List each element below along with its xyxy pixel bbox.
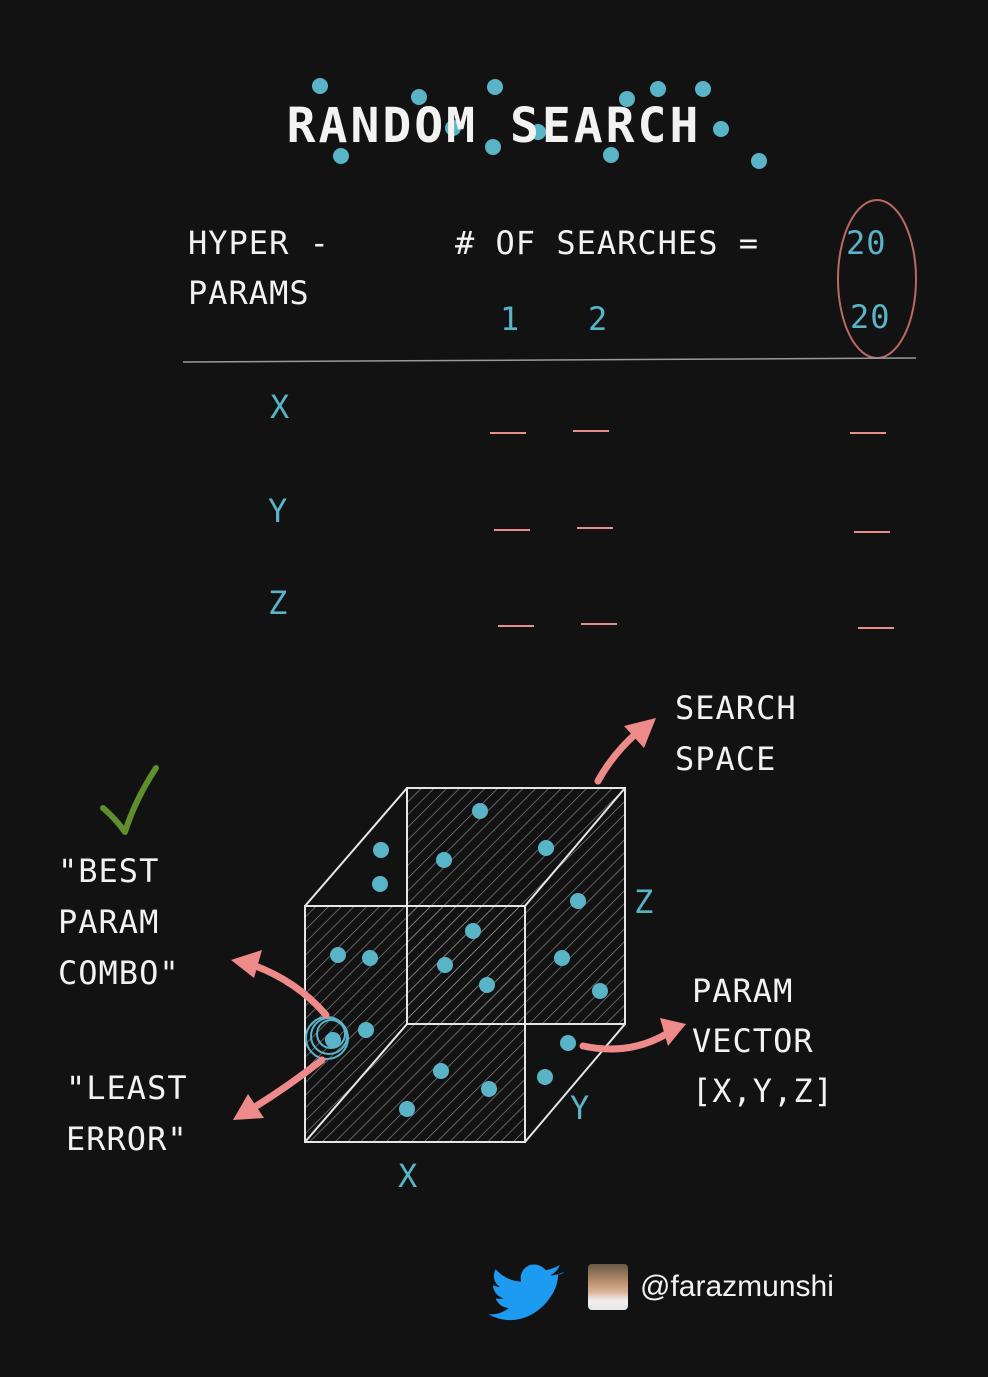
value-blank [858, 627, 894, 629]
arrow-heads [231, 718, 686, 1120]
value-blank [581, 623, 617, 625]
least-error-label-line1: "LEAST [66, 1069, 188, 1107]
param-vector-label-line3: [X,Y,Z] [692, 1072, 834, 1110]
hyperparams-label-line2: PARAMS [188, 274, 310, 312]
twitter-bird-icon [488, 1264, 565, 1321]
axis-label-y: Y [570, 1089, 591, 1127]
page-title: RANDOM SEARCH [286, 98, 702, 154]
twitter-handle[interactable]: @farazmunshi [640, 1270, 834, 1303]
column-header-20: 20 [850, 298, 891, 336]
value-blank [577, 527, 613, 529]
best-combo-label-line3: COMBO" [58, 954, 180, 992]
param-vector-label-line2: VECTOR [692, 1022, 814, 1060]
value-blank [854, 531, 890, 533]
best-combo-label-line2: PARAM [58, 903, 160, 941]
least-error-label-line2: ERROR" [66, 1120, 188, 1158]
title-dots [312, 78, 767, 169]
search-space-label-line1: SEARCH [675, 689, 797, 727]
search-space-label-line2: SPACE [675, 740, 777, 778]
searches-count: 20 [846, 224, 887, 262]
checkmark-icon [100, 765, 159, 835]
hyperparams-label-line1: HYPER - [188, 224, 330, 262]
axis-label-x: X [398, 1157, 419, 1195]
column-header-1: 1 [500, 300, 521, 338]
searches-label: # OF SEARCHES = [455, 224, 759, 262]
table-divider [182, 357, 917, 363]
axis-label-z: Z [634, 883, 655, 921]
value-blank [494, 529, 530, 531]
row-label-z: Z [268, 584, 289, 622]
param-points [325, 803, 608, 1117]
value-blank [850, 432, 886, 434]
value-blank [498, 625, 534, 627]
param-vector-label-line1: PARAM [692, 972, 794, 1010]
best-combo-label-line1: "BEST [58, 852, 160, 890]
value-blank [490, 432, 526, 434]
value-blank [573, 430, 609, 432]
column-header-2: 2 [588, 300, 609, 338]
row-label-x: X [270, 388, 291, 426]
row-label-y: Y [268, 492, 289, 530]
avatar [588, 1264, 628, 1310]
